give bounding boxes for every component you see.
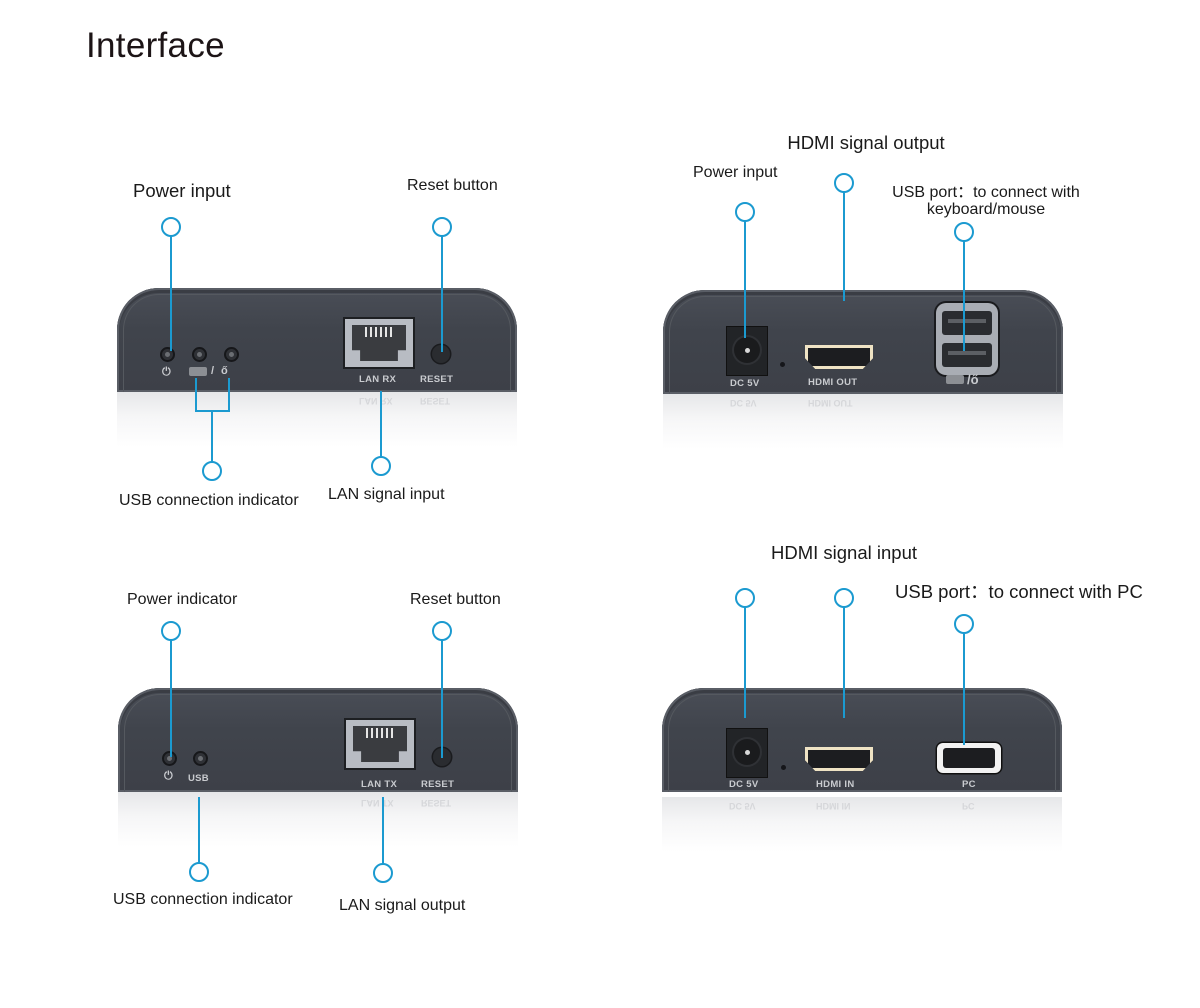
silk-dc-5v: DC 5V <box>729 779 759 790</box>
pinhole <box>781 765 786 770</box>
transmitter-device-body: ⏻ USB LAN TX RESET <box>118 688 518 792</box>
reset-button[interactable] <box>433 748 451 766</box>
power-led <box>162 349 173 360</box>
label-power-indicator: Power indicator <box>127 591 238 608</box>
silk-hdmi-out: HDMI OUT <box>808 377 858 388</box>
device-reflection: LAN RX RESET <box>117 392 517 447</box>
power-led <box>164 753 175 764</box>
label-usb-connection-indicator: USB connection indicator <box>119 492 299 509</box>
reset-button[interactable] <box>432 345 450 363</box>
lan-rx-port <box>343 317 415 369</box>
power-icon: ⏻ <box>162 366 171 378</box>
silk-hdmi-in: HDMI IN <box>816 779 855 790</box>
pinhole <box>780 362 785 367</box>
label-hdmi-signal-output: HDMI signal output <box>787 132 945 153</box>
receiver-device-body: ⏻ / ő LAN RX RESET <box>117 288 517 392</box>
hdmi-in-port <box>805 747 873 771</box>
mouse-led <box>226 349 237 360</box>
label-usb-connection-indicator-tx: USB connection indicator <box>113 891 293 908</box>
label-power-input-rear: Power input <box>693 164 778 181</box>
label-power-input: Power input <box>133 180 231 201</box>
device-reflection: LAN TX RESET <box>118 792 518 847</box>
device-reflection: DC 5V HDMI OUT <box>663 394 1063 449</box>
label-usb-line1: USB port：to connect with <box>892 184 1080 201</box>
dc-power-jack <box>726 326 768 376</box>
power-icon: ⏻ <box>164 770 173 782</box>
dual-usb-port <box>936 303 998 375</box>
label-lan-signal-input: LAN signal input <box>328 486 445 503</box>
keyboard-icon <box>189 367 207 376</box>
silk-pc: PC <box>962 779 976 790</box>
hdmi-out-port <box>805 345 873 369</box>
receiver-rear-device-body: DC 5V HDMI OUT /ő <box>663 290 1063 394</box>
silk-reset: RESET <box>421 779 455 790</box>
page-title: Interface <box>86 26 225 65</box>
callout-hdmi-output <box>834 173 854 301</box>
silk-usb: USB <box>188 773 209 784</box>
device-reflection: DC 5V HDMI IN PC <box>662 797 1062 852</box>
dc-power-jack <box>726 728 768 778</box>
lan-tx-port <box>344 718 416 770</box>
slash-separator: / <box>211 365 215 377</box>
label-lan-signal-output: LAN signal output <box>339 897 466 914</box>
keyboard-led <box>194 349 205 360</box>
silk-reset: RESET <box>420 374 454 385</box>
usb-led <box>195 753 206 764</box>
keyboard-icon <box>946 375 964 384</box>
silk-lan-rx: LAN RX <box>359 374 397 385</box>
label-reset-button: Reset button <box>407 177 498 194</box>
silk-lan-tx: LAN TX <box>361 779 398 790</box>
mouse-icon: /ő <box>967 372 979 387</box>
label-usb-port-keyboard-mouse: USB port：to connect with keyboard/mouse <box>892 184 1080 218</box>
mouse-icon: ő <box>221 365 228 377</box>
silk-dc-5v: DC 5V <box>730 378 760 389</box>
usb-pc-port <box>937 743 1001 773</box>
label-usb-line2: keyboard/mouse <box>926 201 1046 218</box>
transmitter-rear-device-body: DC 5V HDMI IN PC <box>662 688 1062 792</box>
label-usb-port-pc: USB port：to connect with PC <box>895 581 1143 602</box>
label-reset-button-tx: Reset button <box>410 591 501 608</box>
label-hdmi-signal-input: HDMI signal input <box>770 542 918 563</box>
